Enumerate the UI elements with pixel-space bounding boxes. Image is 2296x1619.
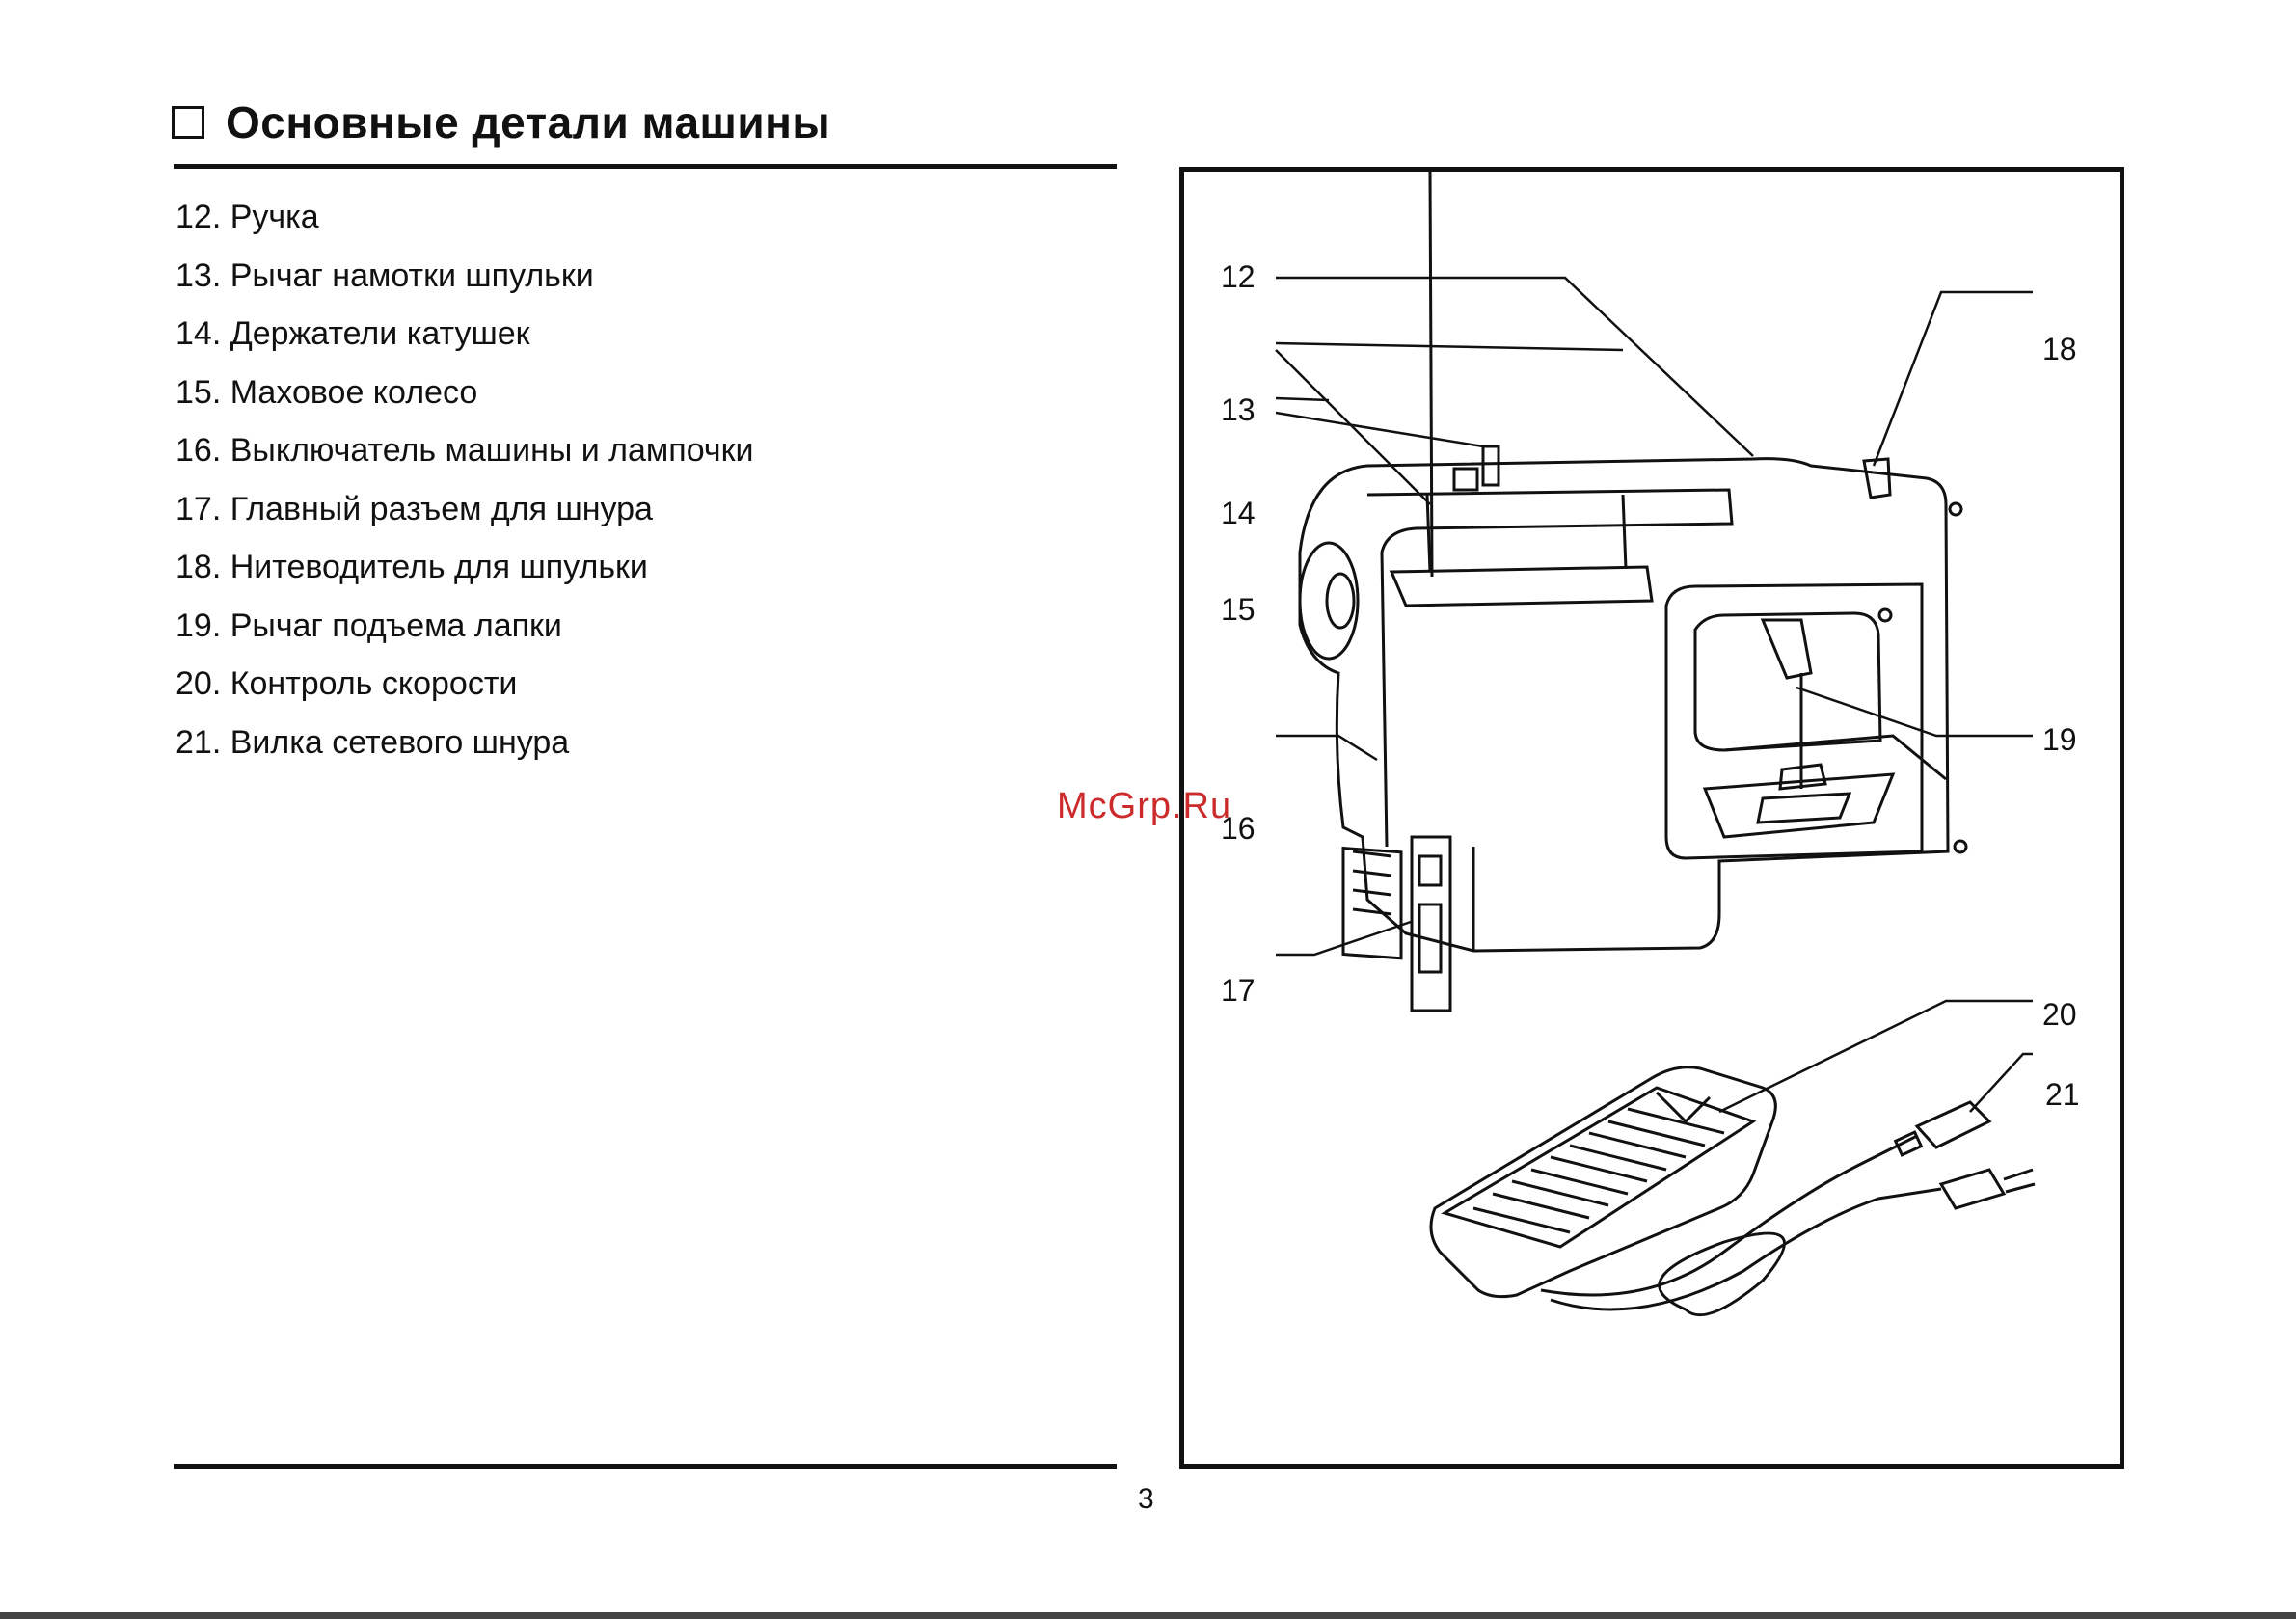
sewing-machine-icon (1298, 172, 1968, 1012)
list-item: 18. Нитеводитель для шпульки (176, 549, 648, 585)
list-item: 17. Главный разъем для шнура (176, 490, 653, 527)
callout-21: 21 (2045, 1077, 2080, 1112)
watermark: McGrp.Ru (1057, 786, 1232, 826)
bottom-rule (174, 1464, 1117, 1469)
page-title-text: Основные детали машины (226, 97, 831, 148)
machine-diagram-frame: 12 13 14 15 16 17 18 19 20 21 (1179, 167, 2124, 1469)
callout-16: 16 (1221, 811, 1256, 846)
leader-lines (1275, 276, 2033, 1114)
list-item: 12. Ручка (176, 199, 319, 235)
callout-20: 20 (2042, 997, 2077, 1032)
list-item: 19. Рычаг подъема лапки (176, 607, 562, 644)
list-item: 20. Контроль скорости (176, 665, 518, 702)
callout-15: 15 (1221, 592, 1256, 627)
list-item: 15. Маховое колесо (176, 373, 478, 411)
top-rule (174, 164, 1117, 169)
callout-14: 14 (1221, 496, 1256, 530)
callout-17: 17 (1221, 973, 1256, 1008)
foot-pedal-icon (1429, 1066, 2036, 1317)
page-number: 3 (1138, 1483, 1154, 1515)
callout-labels: 12 13 14 15 16 17 18 19 20 21 (1221, 259, 2080, 1112)
parts-list: 12. Ручка 13. Рычаг намотки шпульки 14. … (176, 188, 753, 771)
callout-19: 19 (2042, 722, 2077, 757)
callout-18: 18 (2042, 332, 2077, 366)
page-title: Основные детали машины (172, 96, 830, 148)
list-item: 21. Вилка сетевого шнура (176, 723, 570, 761)
list-item: 14. Держатели катушек (176, 315, 530, 352)
sewing-machine-illustration: 12 13 14 15 16 17 18 19 20 21 (1221, 172, 2080, 1317)
list-item: 16. Выключатель машины и лампочки (176, 432, 754, 469)
list-item: 13. Рычаг намотки шпульки (176, 256, 594, 294)
callout-12: 12 (1221, 259, 1256, 294)
page-edge-band (0, 1612, 2296, 1619)
callout-13: 13 (1221, 392, 1256, 427)
checkbox-square-icon (172, 106, 204, 139)
